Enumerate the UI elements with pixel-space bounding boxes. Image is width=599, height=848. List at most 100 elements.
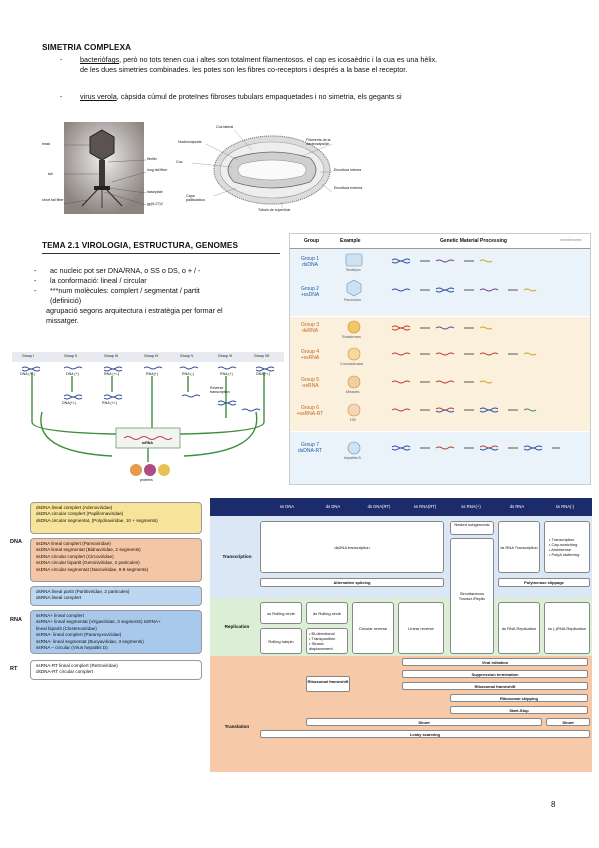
bar-polymerase-slippage: Polymerase slippage — [498, 578, 590, 587]
label-envoltura-externa: Envoltura externa — [334, 186, 363, 190]
group-table: Group Example Genetic Material Processin… — [289, 233, 591, 485]
section-title-virology: TEMA 2.1 VIROLOGIA, ESTRUCTURA, GENOMES — [42, 241, 239, 250]
label-long-tail-fiber: long tail fiber — [147, 168, 168, 172]
label-capa-pallissadica: Capa pallissàdica — [186, 194, 205, 202]
header-example: Example — [340, 238, 361, 244]
box-dsdna: dsDNA lineal complert (Adenoviridae)dsDN… — [30, 502, 202, 534]
col-dsdna: ds DNA — [325, 504, 341, 509]
label-baseplate: baseplate — [147, 190, 163, 194]
cell-simultaneous: Simultaneous Transcr./Replic — [450, 538, 494, 654]
example-1: Smallpox — [346, 268, 361, 272]
baltimore-group-vii: Group VII — [254, 354, 270, 358]
cell-circular-reverse: Circular reverse — [352, 602, 394, 654]
baltimore-mrna: mRNA — [142, 441, 153, 445]
section-title-symmetry: SIMETRIA COMPLEXA — [42, 43, 132, 52]
baltimore-group-v: Group V — [180, 354, 194, 358]
cell-dsrna-replication: ds RNA Replication — [498, 602, 540, 654]
label-tubuls: Túbuls de superfície — [258, 208, 291, 212]
baltimore-type-vii: DNA(+/-) — [256, 372, 271, 376]
example-3: Rotaviruses — [342, 335, 361, 339]
cell-bidirectional: • Bi-directional• Transposition• Strand-… — [306, 628, 348, 654]
genome-bullets: -ac nucleic pot ser DNA/RNA, o SS o DS, … — [34, 266, 223, 325]
bar-ribosomal-frameshift-dsdna: Ribosomal frameshift — [306, 676, 350, 692]
col-ssrna-pos: ss RNA(+) — [461, 504, 481, 509]
col-dsrna: ds RNA — [509, 504, 525, 509]
bar-shunt-ssneg: Shunt — [546, 718, 590, 726]
example-4: Coronaviruses — [340, 362, 364, 366]
cell-linear-reverse: Linear reverse — [398, 602, 444, 654]
baltimore-type-vi: RNA (+) — [220, 372, 233, 376]
bar-start-stop: Start-Stop — [450, 706, 588, 714]
group-5-label: Group 5-ssRNA — [300, 377, 320, 389]
cell-ssneg-replication: ss (-)RNA Replication — [544, 602, 590, 654]
poxvirus-figure: Cos Nucleocàpside Cos lateral Filaments … — [172, 122, 372, 214]
baltimore-diagram: Group I Group II Group III Group IV Grou… — [12, 352, 284, 484]
group-4-label: Group 4+ssRNA — [300, 349, 320, 361]
header-group: Group — [304, 238, 319, 244]
label-head: head — [42, 142, 50, 146]
bar-ribosomal-frameshift: Ribosomal frameshift — [402, 682, 588, 690]
label-gp5-27: gp(5-27)3 — [147, 202, 163, 206]
cell-rolling-hairpin: Rolling hairpin — [260, 628, 302, 654]
baltimore-type-i: DNA (+/-) — [20, 372, 36, 376]
bacteriophage-figure: head tail short tail fiber fibritin long… — [42, 122, 182, 214]
baltimore-type-v: RNA (-) — [182, 372, 194, 376]
box-dsrna: dsRNA lineal partit (Partitiviridae, 2 p… — [30, 586, 202, 606]
bar-viral-initiation: Viral initiation — [402, 658, 588, 666]
col-ssdna: ss DNA — [279, 504, 295, 509]
example-5: Measles — [346, 390, 360, 394]
bullet-smallpox: - virus verola, càpsida cúmul de proteïn… — [60, 92, 402, 101]
label-cos: Cos — [176, 160, 183, 164]
title-underline — [42, 253, 280, 254]
group-6-label: Group 6+ssRNA-RT — [296, 405, 324, 417]
group-2-label: Group 2+ssDNA — [300, 286, 320, 298]
label-tail: tail — [48, 172, 53, 176]
cat-dna: DNA — [10, 539, 22, 545]
baltimore-group-vi: Group VI — [218, 354, 233, 358]
example-7: hepatitis B — [344, 456, 361, 460]
bar-shunt: Shunt — [306, 718, 542, 726]
baltimore-dna-intermediate: DNA(+/-) — [62, 401, 77, 405]
label-fibritin: fibritin — [147, 157, 157, 161]
baltimore-type-ii: DNA (+) — [66, 372, 79, 376]
row-translation: Translation — [224, 724, 250, 729]
label-short-tail-fiber: short tail fiber — [42, 198, 64, 202]
bullet-bacteriophages: - bacteriòfags, però no tots tenen cua i… — [60, 55, 438, 74]
baltimore-rna-intermediate: RNA (+/-) — [102, 401, 118, 405]
header-processing: Genetic Material Processing — [440, 238, 507, 244]
baltimore-type-iii: RNA (+/-) — [104, 372, 120, 376]
baltimore-group-i: Group I — [22, 354, 34, 358]
expression-strategies-matrix: ss DNA ds DNA ds DNA(RT) ss RNA(RT) ss R… — [210, 498, 592, 772]
col-ssrna-neg: ss RNA(-) — [555, 504, 575, 509]
label-nucleocapside: Nucleocàpside — [178, 140, 202, 144]
bar-alternative-splicing: Alternative splicing — [260, 578, 444, 587]
row-transcription: Transcription — [222, 554, 252, 559]
row-replication: Replication — [224, 624, 250, 629]
baltimore-group-iv: Group IV — [144, 354, 159, 358]
baltimore-group-iii: Group III — [104, 354, 118, 358]
box-ssdna: ssDNA lineal complert (Parvoviridae)ssDN… — [30, 538, 202, 582]
cell-nested-subgenomic: Nested subgenomic — [450, 521, 494, 535]
cell-dsrna-transcription: ds RNA Transcription — [498, 521, 540, 573]
cat-rna: RNA — [10, 617, 22, 623]
baltimore-type-iv: RNA(+) — [146, 372, 159, 376]
col-dsdna-rt: ds DNA(RT) — [367, 504, 391, 509]
label-envoltura-interna: Envoltura interna — [334, 168, 362, 172]
cell-ds-rolling-circle: ds Rolling circle — [306, 602, 348, 624]
example-6: HIV — [350, 418, 356, 422]
baltimore-group-ii: Group II — [64, 354, 77, 358]
bar-ribosomal-skipping: Ribosomal skipping — [450, 694, 588, 702]
link-smallpox[interactable]: virus verola — [80, 92, 117, 101]
baltimore-proteins: proteins — [140, 478, 153, 482]
cat-rt: RT — [10, 666, 18, 672]
genome-classification-table: DNA RNA RT dsDNA lineal complert (Adenov… — [4, 498, 204, 688]
bar-leaky-scanning: Leaky scanning — [260, 730, 590, 738]
cell-ss-rolling-circle: ss Rolling circle — [260, 602, 302, 624]
link-bacteriophages[interactable]: bacteriòfags — [80, 55, 120, 64]
label-filaments: Filaments de la nucleocàpside — [306, 138, 331, 146]
brand-label: microbenotes — [560, 238, 582, 242]
